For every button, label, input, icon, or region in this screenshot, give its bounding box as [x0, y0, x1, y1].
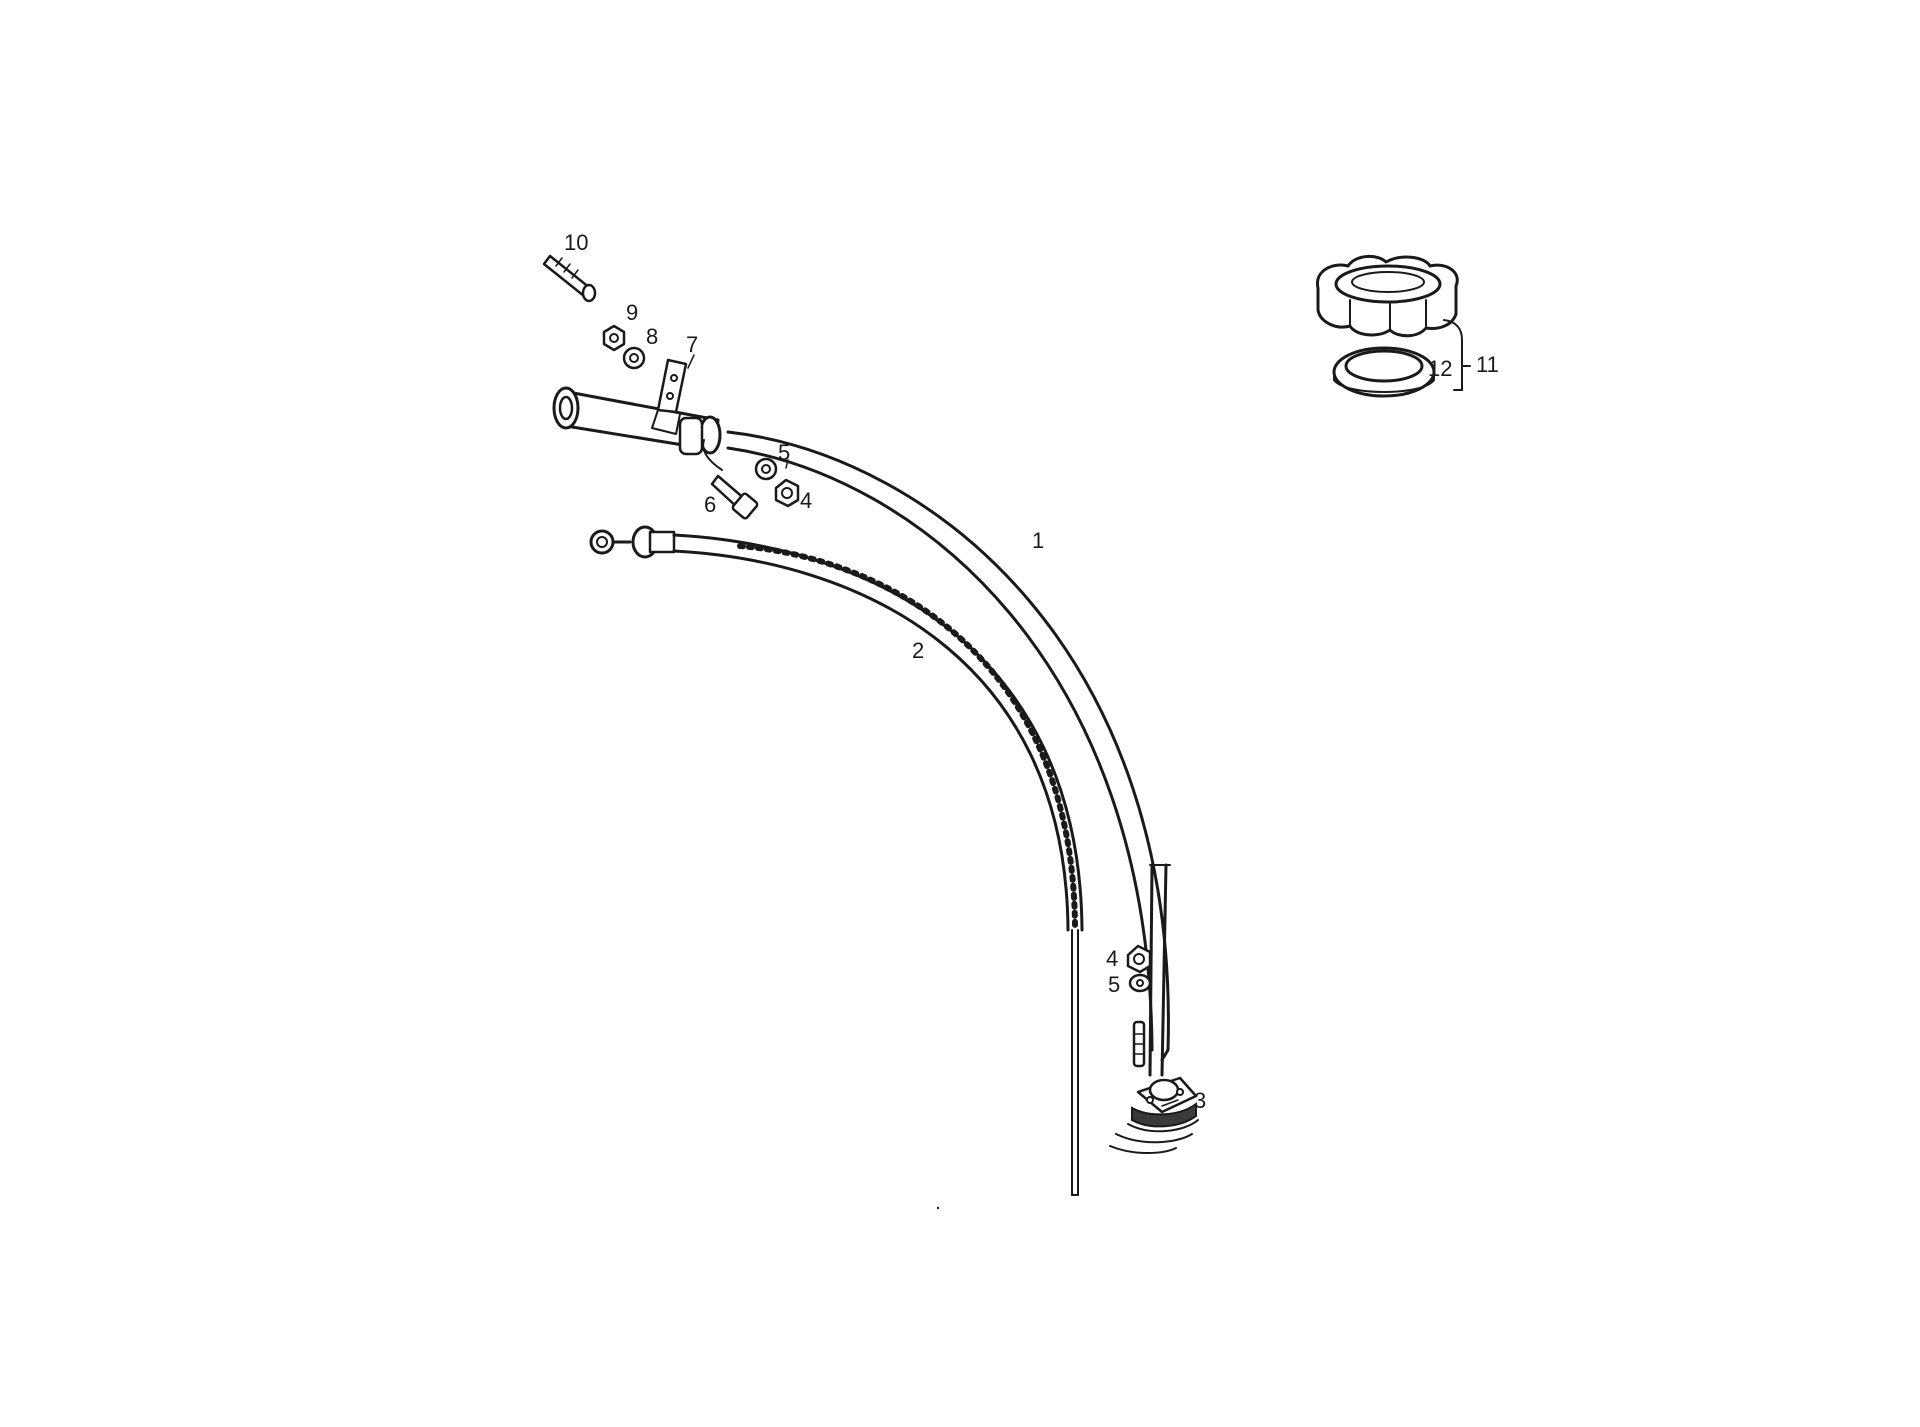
part-10-screw	[542, 254, 597, 303]
leader-lines	[687, 354, 1179, 1107]
part-4-nut-upper	[774, 478, 800, 508]
speck	[936, 1206, 940, 1210]
small-screw-lower	[1132, 1020, 1146, 1068]
callout-1: 1	[1032, 528, 1044, 553]
part-4-nut-lower	[1126, 944, 1152, 974]
part-5-washer-upper	[754, 457, 778, 481]
callout-8: 8	[646, 324, 658, 349]
part-11-ring-nut	[1316, 255, 1459, 338]
part-6-bolt	[702, 439, 759, 520]
part-7-bracket	[651, 358, 688, 435]
callout-5-upper: 5	[778, 440, 790, 465]
callout-labels: 1 2 3 4 5 4 5 6 7 8 9 10 11 12	[564, 230, 1499, 1113]
callout-11: 11	[1476, 352, 1499, 377]
part-12-seal-ring	[1332, 346, 1436, 398]
callout-3: 3	[1194, 1088, 1206, 1113]
part-3-drive-fitting	[1109, 1076, 1199, 1154]
callout-4-lower: 4	[1106, 946, 1118, 971]
cable-upper-fitting	[552, 386, 722, 456]
callout-2: 2	[912, 638, 924, 663]
callout-6: 6	[704, 492, 716, 517]
callout-7: 7	[686, 332, 698, 357]
callout-4-upper: 4	[800, 488, 812, 513]
callout-12: 12	[1428, 356, 1452, 381]
assembly-bracket-11-12	[1443, 319, 1471, 391]
callout-9: 9	[626, 300, 638, 325]
part-2-inner-cable	[589, 525, 1084, 1196]
part-1-cable-sheath	[726, 430, 1171, 1077]
part-5-washer-lower	[1128, 973, 1152, 993]
callout-5-lower: 5	[1108, 972, 1120, 997]
part-8-washer	[622, 346, 646, 370]
part-9-nut	[602, 324, 626, 352]
callout-10: 10	[564, 230, 588, 255]
